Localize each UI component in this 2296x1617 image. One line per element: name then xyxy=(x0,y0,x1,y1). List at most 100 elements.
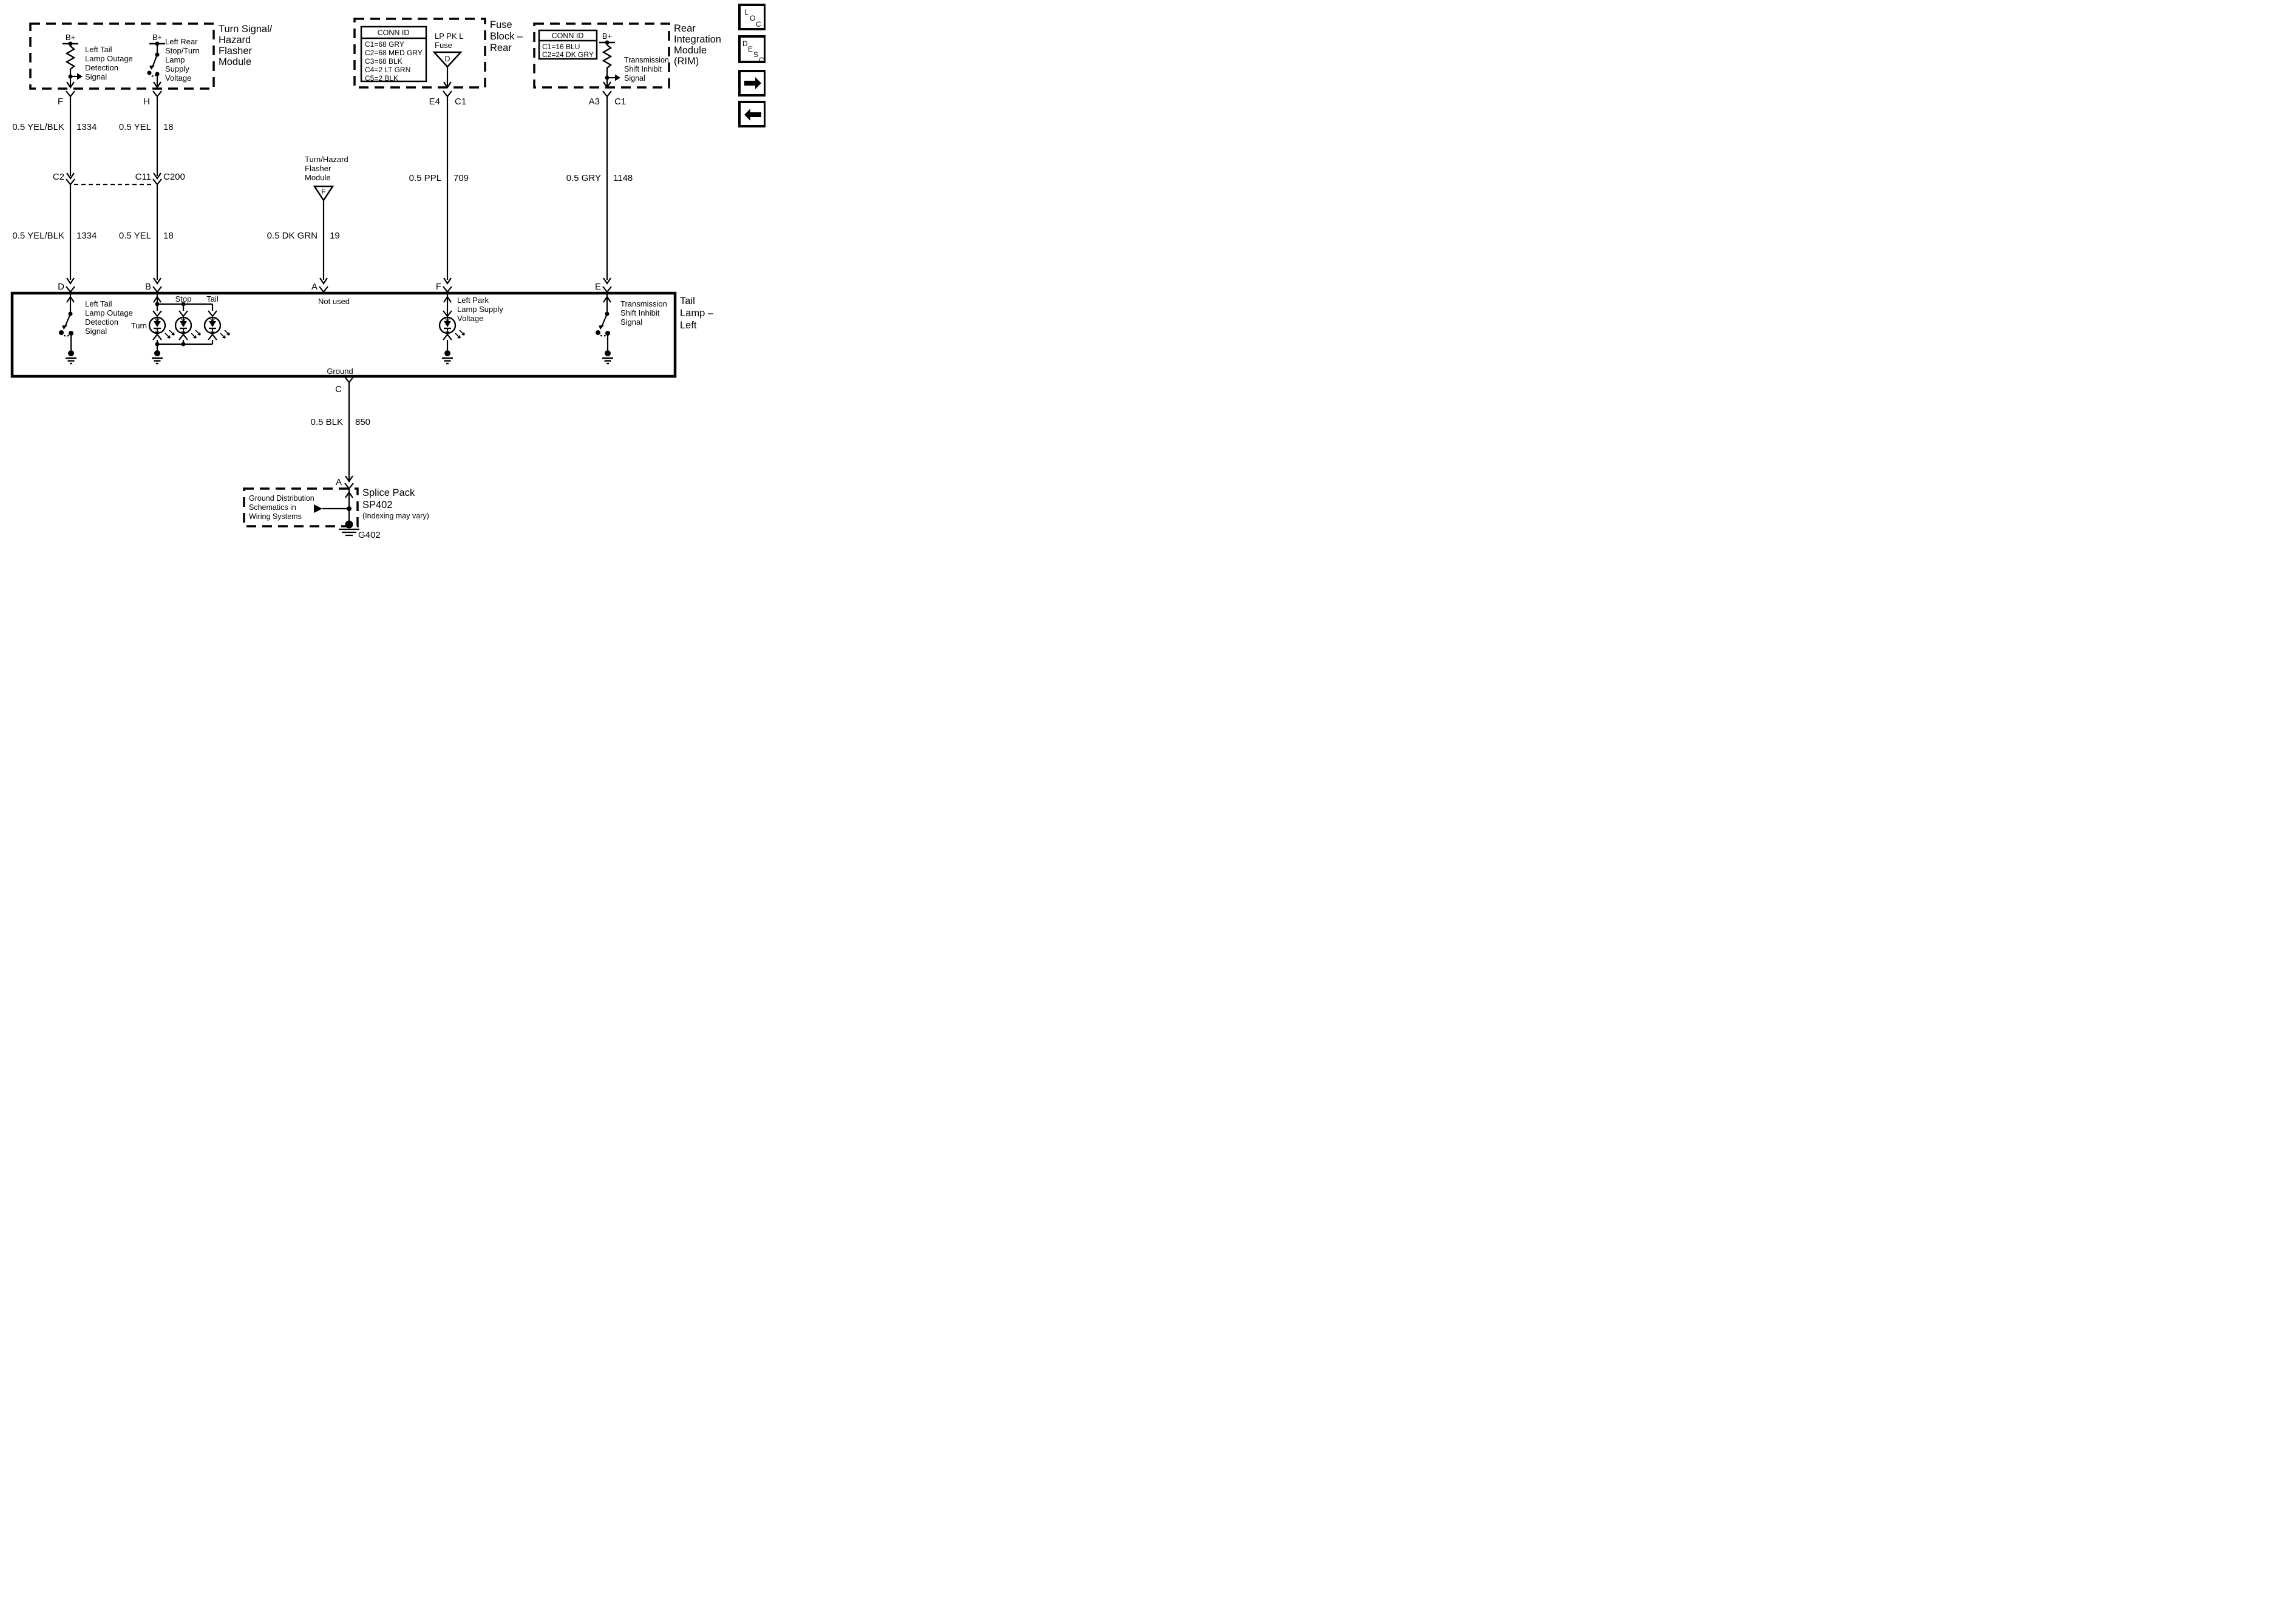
module-title-line: Left xyxy=(680,320,697,331)
arrowhead-icon xyxy=(319,277,328,285)
fuse-triangle-icon: D xyxy=(432,51,463,68)
pin-label: D xyxy=(58,282,64,292)
arrowhead-icon xyxy=(153,81,161,89)
wire-park-lamp-supply: E4 C1 0.5 PPL 709 xyxy=(409,81,469,293)
signal-label-line: Lamp Outage xyxy=(85,54,133,63)
desc-button[interactable]: D E S C xyxy=(738,35,766,64)
signal-label-line: Voltage xyxy=(165,73,191,83)
inline-connector-icon xyxy=(208,310,217,317)
ground-icon xyxy=(151,349,164,365)
desc-letter: D xyxy=(742,39,748,48)
signal-label-line: Transmission xyxy=(624,56,669,64)
wire-color-label: 0.5 YEL xyxy=(119,122,151,132)
schematic-canvas: Turn Signal/ Hazard Flasher Module B+ Le… xyxy=(10,4,766,539)
shift-inhibit-branch: Transmission Shift Inhibit Signal xyxy=(596,293,667,365)
wire-circuit-label: 1334 xyxy=(76,122,97,132)
signal-label-line: Detection xyxy=(85,63,118,72)
arrowhead-icon xyxy=(66,172,75,180)
bulb-branch: Turn Stop Tail xyxy=(131,293,230,365)
conn-id-table: CONN ID C1=68 GRY C2=68 MED GRY C3=68 BL… xyxy=(360,25,427,83)
splice-dashed-border xyxy=(243,487,359,527)
conn-id-header: CONN ID xyxy=(378,29,410,37)
pin-label: E4 xyxy=(429,97,440,107)
desc-letter: C xyxy=(759,56,764,64)
conn-id-row: C2=24 DK GRY xyxy=(542,50,594,59)
desc-letter: S xyxy=(753,50,758,59)
conn-id-row: C4=2 LT GRN xyxy=(365,66,410,74)
connector-label: C2 xyxy=(53,172,64,182)
ref-letter: F xyxy=(321,188,326,196)
inline-connector-icon xyxy=(152,333,162,341)
ref-label-line: Flasher xyxy=(305,164,331,173)
wire-color-label: 0.5 YEL/BLK xyxy=(12,231,64,241)
wire-color-label: 0.5 YEL/BLK xyxy=(12,122,64,132)
ground-circuit: C 0.5 BLK 850 A Ground Distribution Sche… xyxy=(243,376,429,539)
wire-color-label: 0.5 DK GRN xyxy=(267,231,318,241)
splice-title-line: SP402 xyxy=(362,500,393,510)
light-rays-icon xyxy=(220,330,230,339)
inline-connector-icon xyxy=(208,333,217,341)
inline-connector-icon xyxy=(66,178,75,186)
loc-button[interactable]: L O C xyxy=(738,4,766,30)
signal-label-line: Left Tail xyxy=(85,299,112,308)
arrowhead-icon xyxy=(603,296,611,303)
signal-label-line: Left Rear xyxy=(165,37,198,46)
prev-page-button[interactable] xyxy=(738,101,766,127)
bulb-label: Turn xyxy=(131,321,147,330)
inline-connector-icon xyxy=(602,90,612,98)
arrowhead-icon xyxy=(345,475,353,483)
module-title-line: Lamp – xyxy=(680,308,714,319)
resistor-icon xyxy=(66,44,75,72)
module-title-line: Integration xyxy=(674,34,721,45)
park-bulb-icon xyxy=(438,316,457,334)
ref-label-line: Ground Distribution xyxy=(249,494,314,503)
arrowhead-icon xyxy=(153,277,161,285)
module-title-line: Tail xyxy=(680,296,695,307)
arrowhead-icon xyxy=(443,81,452,89)
splice-title-line: (Indexing may vary) xyxy=(362,512,429,520)
loc-letter: C xyxy=(756,20,761,29)
pin-label: B xyxy=(145,282,151,292)
wire-circuit-label: 19 xyxy=(330,231,340,241)
park-lamp-branch: Left Park Lamp Supply Voltage xyxy=(438,293,503,365)
connector-label: C1 xyxy=(614,97,626,107)
inline-connector-icon xyxy=(443,333,452,341)
pin-label: A xyxy=(311,282,318,292)
inline-connector-icon xyxy=(66,286,75,293)
loc-letter: L xyxy=(744,8,749,16)
not-used-label: Not used xyxy=(318,297,350,306)
signal-label-line: Left Tail xyxy=(85,45,112,54)
ground-id-label: G402 xyxy=(358,530,381,539)
signal-label-line: Stop/Turn xyxy=(165,46,200,55)
fuse-label-line: Fuse xyxy=(435,41,452,50)
next-page-button[interactable] xyxy=(738,70,766,97)
module-title-line: Module xyxy=(674,45,707,56)
nav-buttons: L O C D E S C xyxy=(738,4,766,127)
bulb-label: Tail xyxy=(206,294,219,303)
module-title-line: (RIM) xyxy=(674,56,699,67)
wire-left-tail-outage: F 0.5 YEL/BLK 1334 C2 0.5 YEL/BLK 1334 xyxy=(12,81,97,293)
wire-shift-inhibit: A3 C1 0.5 GRY 1148 xyxy=(566,81,633,293)
conn-id-row: C2=68 MED GRY xyxy=(365,49,423,57)
arrowhead-icon xyxy=(66,277,75,285)
loc-letter: O xyxy=(750,14,755,22)
light-rays-icon xyxy=(455,330,465,339)
tail-bulb-icon xyxy=(203,316,222,334)
module-title-line: Flasher xyxy=(219,46,253,56)
inline-connector-icon xyxy=(443,310,452,317)
signal-label-line: Signal xyxy=(620,317,642,327)
module-dashed-border xyxy=(533,22,670,89)
ref-label-line: Module xyxy=(305,173,331,182)
wire-circuit-label: 1334 xyxy=(76,231,97,241)
signal-label-line: Shift Inhibit xyxy=(620,308,660,317)
turn-bulb-icon xyxy=(148,316,166,334)
conn-id-row: C1=68 GRY xyxy=(365,40,404,49)
arrowhead-icon xyxy=(443,277,452,285)
tail-lamp-left: Tail Lamp – Left D B A F E Left Tail Lam… xyxy=(10,282,714,378)
wire-color-label: 0.5 BLK xyxy=(311,417,343,427)
wire-circuit-label: 709 xyxy=(453,173,469,183)
conn-id-table: CONN ID C1=16 BLU C2=24 DK GRY xyxy=(538,29,598,60)
arrowhead-icon xyxy=(66,296,75,303)
bulb-label: Stop xyxy=(175,294,192,303)
connector-label: C200 xyxy=(163,172,185,182)
